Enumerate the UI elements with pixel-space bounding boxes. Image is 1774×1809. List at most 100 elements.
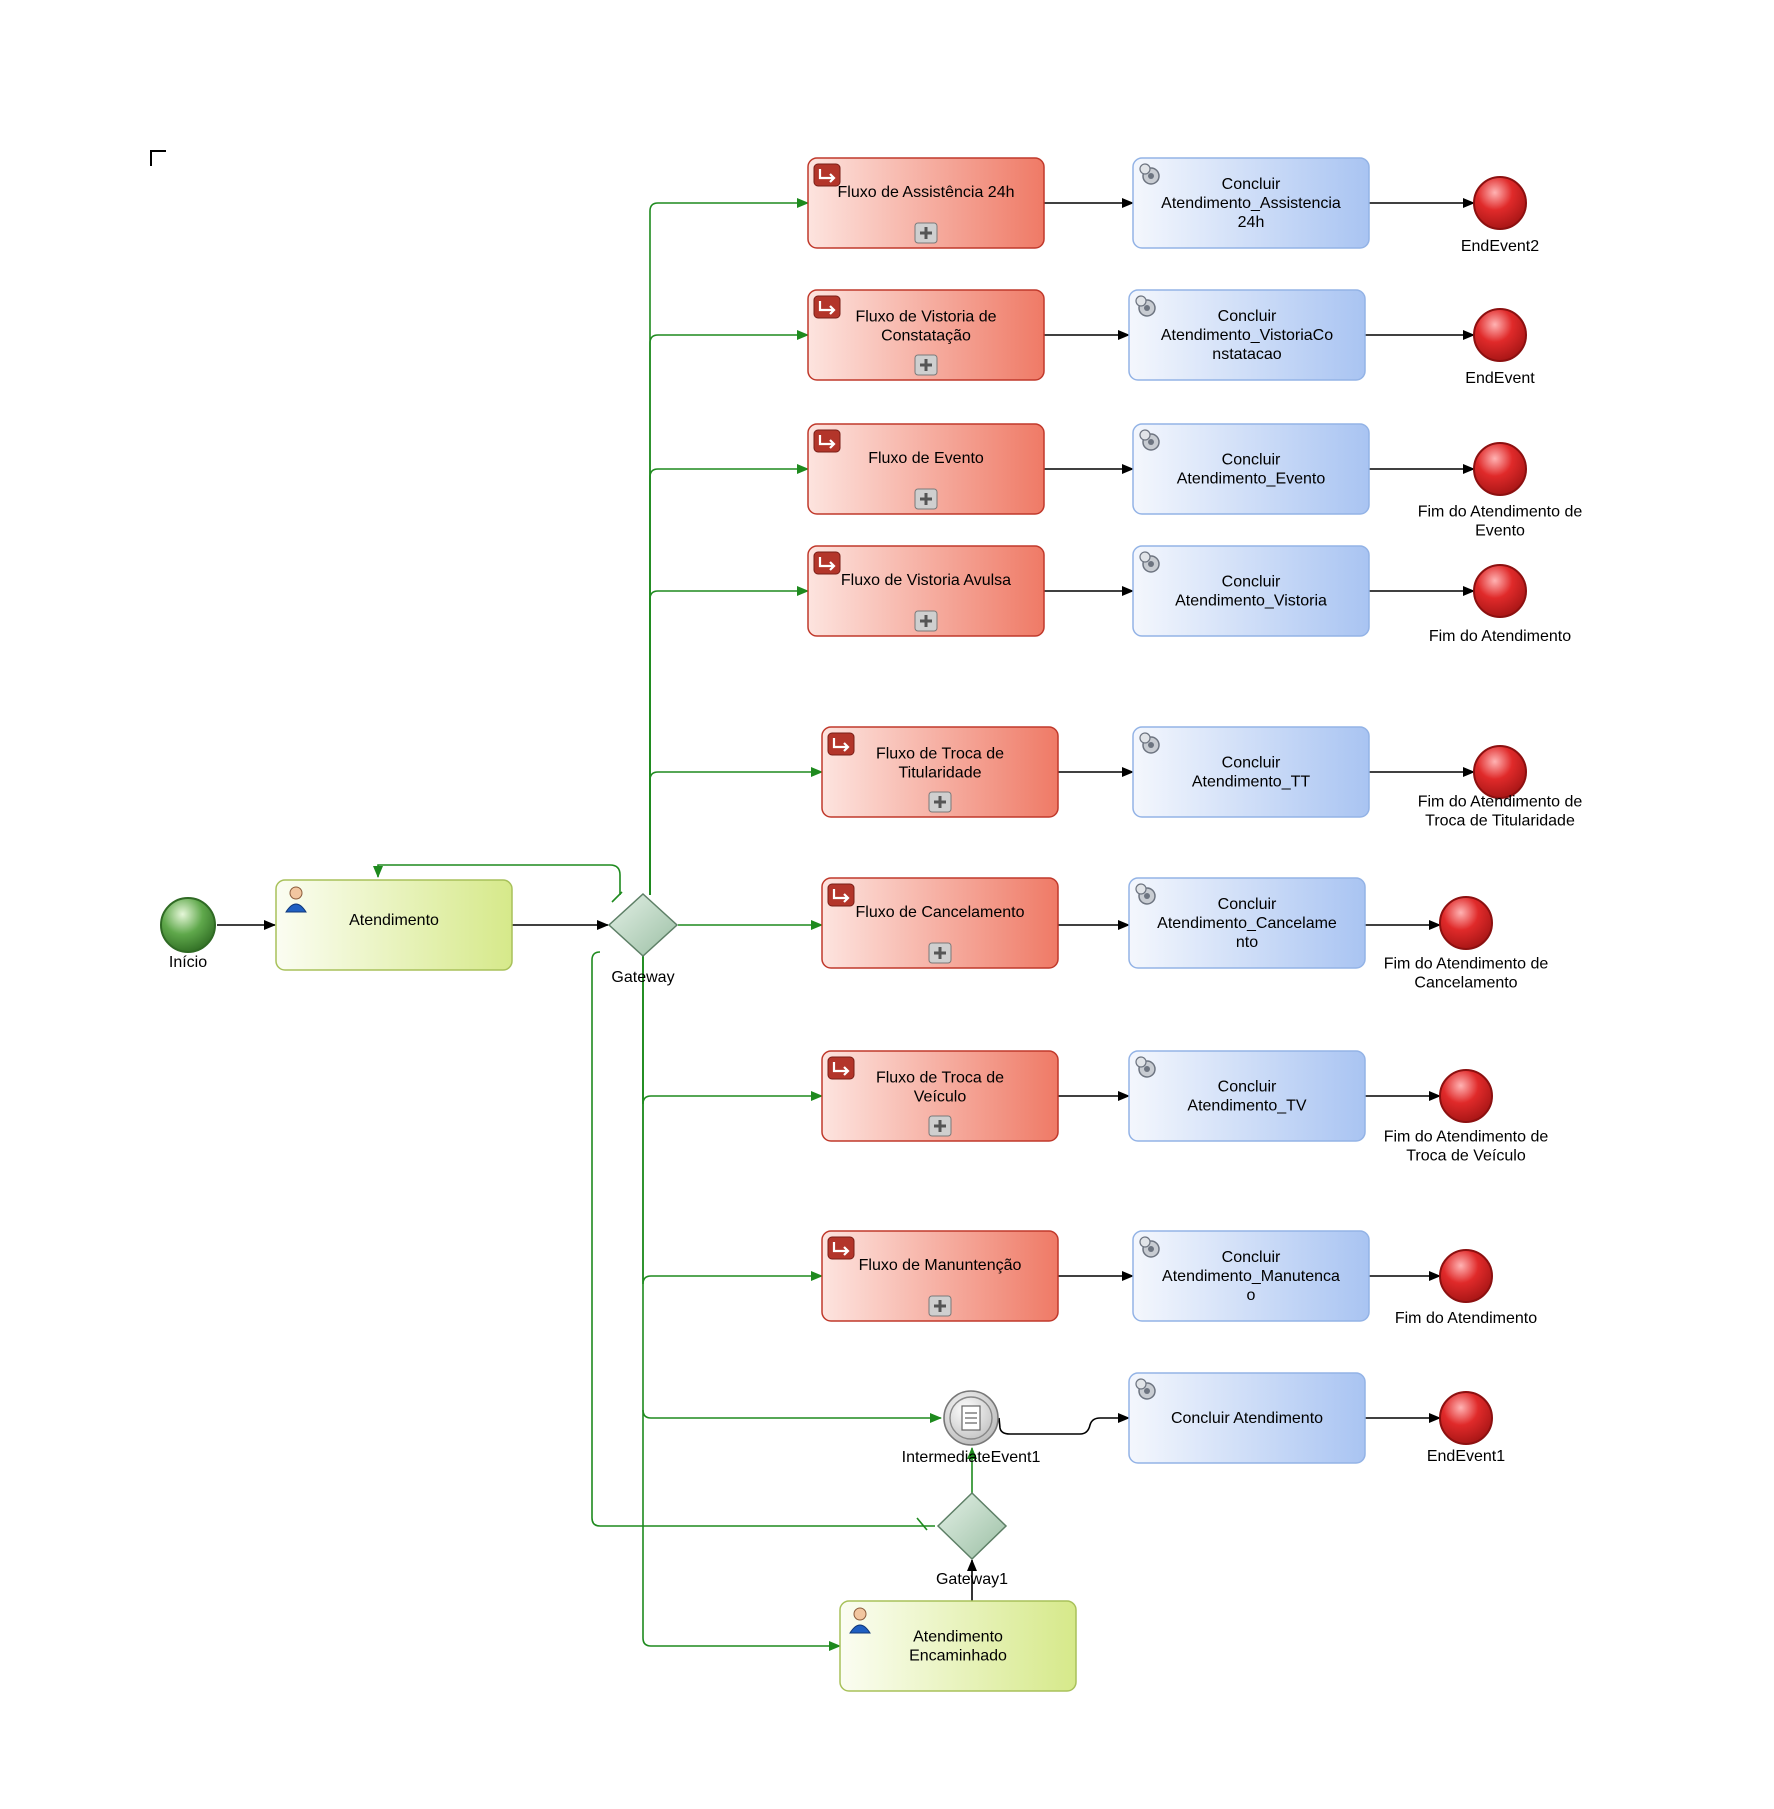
end-event-circle[interactable]	[1439, 1069, 1493, 1123]
user-icon-body	[285, 903, 307, 913]
service-task-shape[interactable]	[1128, 1050, 1366, 1142]
gateway[interactable]: Gateway	[607, 891, 679, 986]
expand-plus-sign[interactable]	[920, 493, 932, 505]
user-task-atendimento[interactable]: Atendimento	[275, 879, 513, 971]
service-task-shape[interactable]	[1132, 423, 1370, 515]
end-event[interactable]: Fim do Atendimento	[1429, 564, 1571, 645]
service-task-shape[interactable]	[1132, 726, 1370, 818]
user-task-shape[interactable]	[275, 879, 513, 971]
subprocess-label-line: Fluxo de Troca de	[876, 746, 1004, 763]
start-event[interactable]: Início	[160, 897, 216, 971]
subprocess-shape[interactable]	[821, 1230, 1059, 1322]
subprocess-shape[interactable]	[807, 545, 1045, 637]
subprocess-box[interactable]: Fluxo de Assistência 24h	[807, 157, 1045, 249]
expand-plus-sign[interactable]	[934, 796, 946, 808]
end-event[interactable]: EndEvent1	[1427, 1391, 1505, 1465]
end-event[interactable]: EndEvent2	[1461, 176, 1539, 255]
subprocess-shape[interactable]	[807, 157, 1045, 249]
expand-plus-icon[interactable]	[928, 1115, 952, 1137]
subprocess-label-line: Titularidade	[898, 765, 981, 782]
service-task[interactable]: Concluir Atendimento	[1128, 1372, 1366, 1464]
subprocess-shape[interactable]	[807, 423, 1045, 515]
end-event-circle[interactable]	[1473, 564, 1527, 618]
expand-plus-icon[interactable]	[914, 222, 938, 244]
gear-icon-small	[1139, 1236, 1151, 1248]
service-task-label: Concluir Atendimento	[1171, 1410, 1323, 1427]
subprocess-box[interactable]: Fluxo de Vistoria Avulsa	[807, 545, 1045, 637]
expand-plus-icon[interactable]	[928, 942, 952, 964]
expand-plus-sign[interactable]	[920, 227, 932, 239]
expand-plus-sign[interactable]	[934, 1300, 946, 1312]
end-event[interactable]: Fim do Atendimento	[1395, 1249, 1537, 1327]
expand-plus-icon[interactable]	[914, 488, 938, 510]
subprocess-box[interactable]: Fluxo de Manuntenção	[821, 1230, 1059, 1322]
expand-plus-sign[interactable]	[934, 947, 946, 959]
flow-gateway-branch	[649, 464, 809, 895]
end-event-circle[interactable]	[1473, 176, 1527, 230]
subprocess-shape[interactable]	[821, 1050, 1059, 1142]
end-event-circle[interactable]	[1439, 1249, 1493, 1303]
subprocess-shape[interactable]	[807, 289, 1045, 381]
end-event-circle[interactable]	[1473, 308, 1527, 362]
start-event-circle[interactable]	[160, 897, 216, 953]
end-event-circle[interactable]	[1439, 1391, 1493, 1445]
subprocess-box[interactable]: Fluxo de Troca de Titularidade	[821, 726, 1059, 818]
service-task-shape[interactable]	[1128, 877, 1366, 969]
intermediate-event-label: IntermediateEvent1	[902, 1449, 1041, 1466]
service-task-label-line: Concluir	[1222, 574, 1281, 591]
expand-plus-icon[interactable]	[928, 791, 952, 813]
gear-icon	[1135, 1056, 1156, 1078]
gear-icon	[1139, 551, 1160, 573]
service-task-shape[interactable]	[1132, 1230, 1370, 1322]
gear-icon-small	[1139, 551, 1151, 563]
end-event-circle[interactable]	[1439, 896, 1493, 950]
service-task-shape[interactable]	[1132, 157, 1370, 249]
end-event[interactable]: EndEvent	[1465, 308, 1535, 387]
gateway-diamond[interactable]	[607, 892, 679, 958]
subprocess-shape[interactable]	[821, 877, 1059, 969]
intermediate-event-inner[interactable]	[949, 1396, 993, 1440]
service-task-shape[interactable]	[1128, 289, 1366, 381]
end-event-circle[interactable]	[1473, 745, 1527, 799]
flow-nodes: Início Atendimento Gateway Fluxo de Assistê…	[160, 157, 1583, 1692]
expand-plus-sign[interactable]	[934, 1120, 946, 1132]
message-event-icon	[961, 1405, 981, 1431]
service-task-shape[interactable]	[1128, 1372, 1366, 1464]
flow-gateway-branch	[649, 767, 823, 895]
expand-plus-sign[interactable]	[920, 359, 932, 371]
user-task-shape[interactable]	[839, 1600, 1077, 1692]
gateway-diamond[interactable]	[936, 1491, 1008, 1561]
gateway1[interactable]: Gateway1	[916, 1491, 1008, 1588]
service-task-shape[interactable]	[1132, 545, 1370, 637]
subprocess-box[interactable]: Fluxo de Cancelamento	[821, 877, 1059, 969]
expand-plus-sign[interactable]	[920, 615, 932, 627]
subprocess-box[interactable]: Fluxo de Evento	[807, 423, 1045, 515]
expand-plus-icon[interactable]	[914, 354, 938, 376]
expand-plus-icon[interactable]	[928, 1295, 952, 1317]
service-task-label-line: Concluir	[1218, 308, 1277, 325]
end-event-circle[interactable]	[1473, 442, 1527, 496]
end-event-label-line: Fim do Atendimento de	[1384, 956, 1549, 973]
expand-plus-icon[interactable]	[914, 610, 938, 632]
end-event[interactable]: Fim do Atendimento de Cancelamento	[1384, 896, 1549, 992]
intermediate-event[interactable]: IntermediateEvent1	[902, 1390, 1041, 1466]
user-task-label-line: Encaminhado	[909, 1648, 1007, 1665]
end-event-label-line: Cancelamento	[1414, 975, 1517, 992]
subprocess-shape[interactable]	[821, 726, 1059, 818]
